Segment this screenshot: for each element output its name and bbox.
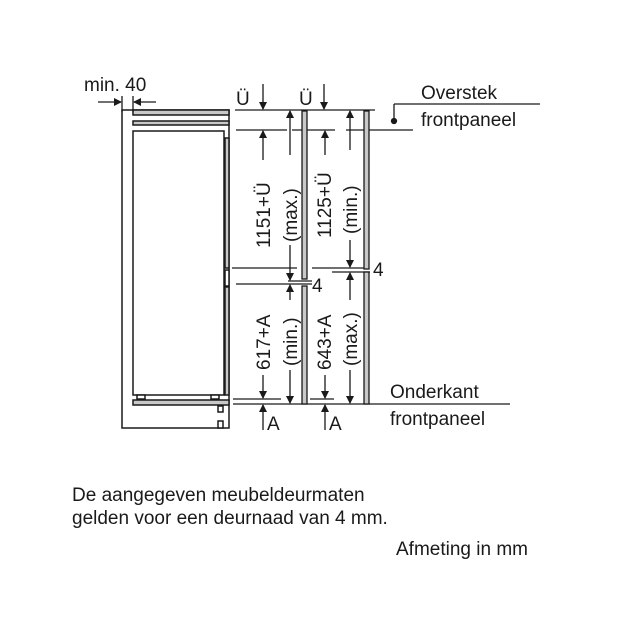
- upper-min-value: 1125+Ü: [315, 172, 336, 238]
- gap-label-left: 4: [312, 276, 323, 297]
- clearance-dimension: [98, 96, 156, 112]
- overhang-symbol-right: Ü: [299, 89, 313, 110]
- lower-min-value: 617+A: [254, 314, 275, 370]
- door-panels: [301, 110, 370, 405]
- cabinet-side-view: [121, 109, 230, 429]
- note-line-1: De aangegeven meubeldeurmaten: [72, 485, 365, 506]
- lower-max-value: 643+A: [315, 314, 336, 370]
- clearance-label: min. 40: [84, 75, 146, 96]
- overhang-symbol-left: Ü: [236, 89, 250, 110]
- lower-dimension-arrows: [259, 272, 354, 430]
- upper-dimension-arrows: [259, 110, 354, 281]
- note-line-2: gelden voor een deurnaad van 4 mm.: [72, 508, 388, 529]
- gap-label-right: 4: [373, 260, 384, 281]
- upper-max-qualifier: (max.): [281, 188, 302, 242]
- lower-max-qualifier: (max.): [341, 312, 362, 366]
- bottom-symbol-left: A: [267, 414, 280, 435]
- callout-top-line2: frontpaneel: [421, 110, 516, 131]
- units-note: Afmeting in mm: [396, 539, 528, 560]
- upper-min-qualifier: (min.): [341, 185, 362, 234]
- upper-max-value: 1151+Ü: [254, 182, 275, 248]
- callout-bottom-line2: frontpaneel: [390, 409, 485, 430]
- callout-top-line1: Overstek: [421, 83, 498, 104]
- callout-top-leader: [390, 103, 540, 125]
- lower-min-qualifier: (min.): [281, 317, 302, 366]
- callout-bottom-line1: Onderkant: [390, 382, 479, 403]
- bottom-symbol-right: A: [329, 414, 342, 435]
